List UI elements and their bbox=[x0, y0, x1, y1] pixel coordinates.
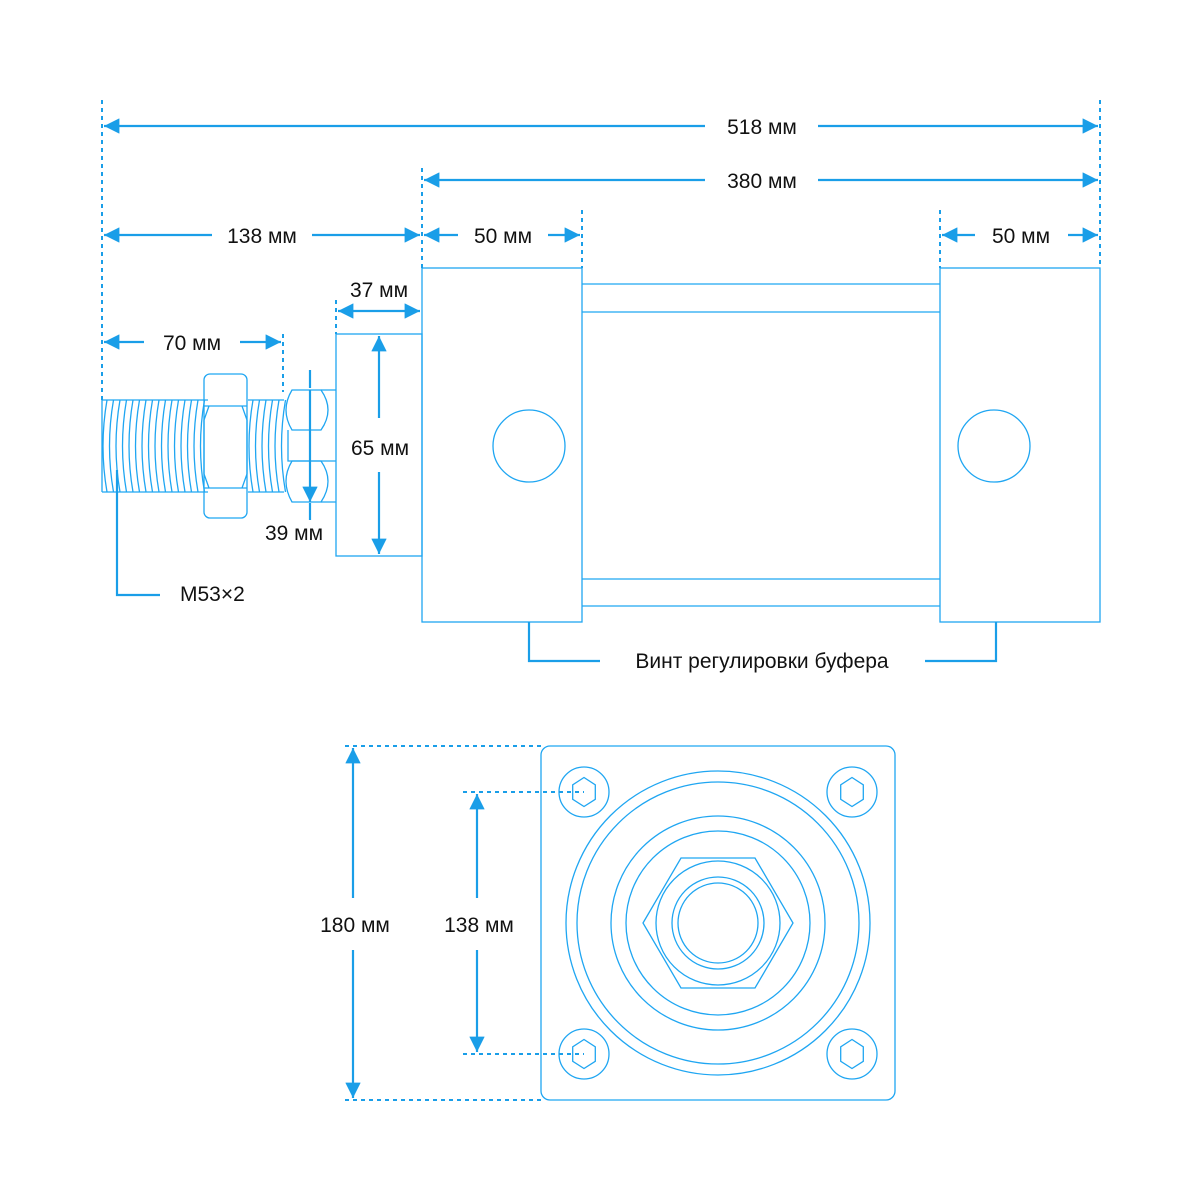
buffer-screw-label: Винт регулировки буфера bbox=[635, 650, 889, 673]
front-view bbox=[540, 745, 896, 1101]
dimension-39: 39 мм bbox=[265, 370, 323, 545]
dimension-180: 180 мм bbox=[320, 746, 541, 1100]
hex-nut bbox=[642, 857, 794, 989]
rear-end-cap bbox=[939, 267, 1101, 623]
hex-socket-icon bbox=[840, 1038, 864, 1070]
thread-spec-label: M53×2 bbox=[180, 583, 245, 606]
dim-label: 180 мм bbox=[320, 914, 390, 937]
piston-rod bbox=[677, 882, 759, 964]
hex-socket-icon bbox=[572, 776, 596, 808]
dimension-138-rod: 138 мм bbox=[104, 225, 420, 248]
hex-socket-icon bbox=[572, 1038, 596, 1070]
dimension-37: 37 мм bbox=[338, 279, 420, 319]
flange-bolts bbox=[558, 766, 878, 1080]
hex-socket-icon bbox=[840, 776, 864, 808]
dim-label: 138 мм bbox=[227, 225, 297, 248]
front-end-cap bbox=[421, 267, 583, 623]
dimension-518: 518 мм bbox=[104, 116, 1098, 139]
buffer-screw-rear bbox=[957, 409, 1031, 483]
threaded-rod bbox=[101, 399, 287, 493]
dim-label: 37 мм bbox=[350, 279, 408, 302]
dim-label: 39 мм bbox=[265, 522, 323, 545]
buffer-screw-front bbox=[492, 409, 566, 483]
dim-label: 70 мм bbox=[163, 332, 221, 355]
dimension-50-rear: 50 мм bbox=[942, 225, 1098, 248]
leader-thread-spec: M53×2 bbox=[115, 470, 245, 606]
dim-label: 138 мм bbox=[444, 914, 514, 937]
dim-label: 50 мм bbox=[474, 225, 532, 248]
cylinder-tube bbox=[582, 283, 940, 607]
bolt-head bbox=[826, 1028, 878, 1080]
lock-nut bbox=[203, 373, 248, 519]
leader-buffer-screw: Винт регулировки буфера bbox=[527, 622, 998, 673]
dim-label: 65 мм bbox=[351, 437, 409, 460]
extension-lines bbox=[101, 100, 1101, 400]
dim-label: 380 мм bbox=[727, 170, 797, 193]
dimension-50-front: 50 мм bbox=[424, 225, 580, 248]
dim-label: 518 мм bbox=[727, 116, 797, 139]
dimension-380: 380 мм bbox=[424, 170, 1098, 193]
dimension-65: 65 мм bbox=[351, 336, 409, 554]
bolt-head bbox=[826, 766, 878, 818]
side-view bbox=[101, 267, 1101, 623]
dim-label: 50 мм bbox=[992, 225, 1050, 248]
flange bbox=[540, 745, 896, 1101]
dimension-70: 70 мм bbox=[104, 332, 281, 355]
dimension-138-bolts: 138 мм bbox=[444, 792, 584, 1054]
